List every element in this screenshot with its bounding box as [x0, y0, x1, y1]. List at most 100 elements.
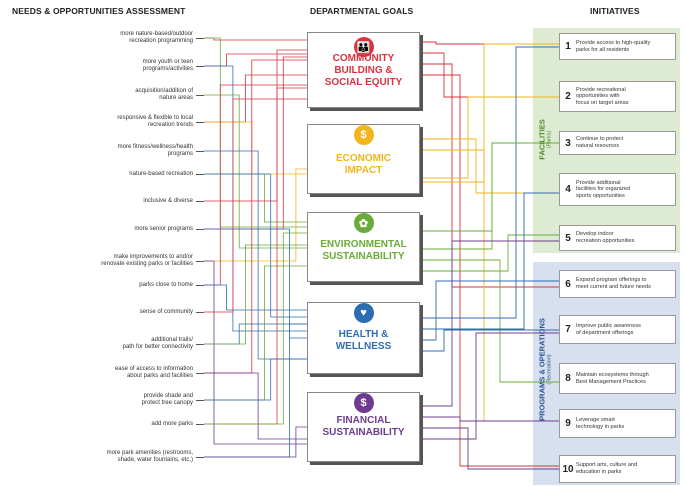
need-tick: [196, 151, 204, 152]
need-tick: [196, 201, 204, 202]
need-item: more nature-based/outdoor recreation pro…: [120, 31, 193, 44]
need-tick: [196, 373, 204, 374]
initiative-text: Provide recreational opportunities with …: [576, 86, 629, 106]
connector-line: [423, 63, 559, 288]
initiative-text: Maintain ecosystems through Best Managem…: [576, 371, 649, 385]
initiative-number: 3: [565, 137, 571, 149]
connector-line: [423, 332, 559, 440]
need-tick: [196, 344, 204, 345]
connector-line: [204, 372, 307, 440]
connector-line: [204, 426, 307, 458]
initiative-number: 2: [565, 91, 571, 102]
initiative-1: 1 Provide access to high-quality parks fo…: [559, 33, 676, 60]
goal-title: COMMUNITY BUILDING & SOCIAL EQUITY: [324, 53, 403, 88]
need-item: more senior programs: [134, 225, 193, 232]
connector-line: [423, 142, 559, 232]
goal-box: 👪COMMUNITY BUILDING & SOCIAL EQUITY: [307, 32, 420, 108]
initiative-number: 8: [565, 373, 571, 384]
initiative-text: Continue to protect natural resources: [576, 136, 624, 149]
initiative-3: 3 Continue to protect natural resources: [559, 131, 676, 155]
goal-box: $FINANCIAL SUSTAINABILITY: [307, 392, 420, 462]
connector-line: [423, 46, 559, 319]
needs-header: NEEDS & OPPORTUNITIES ASSESSMENT: [12, 6, 186, 16]
initiative-2: 2 Provide recreational opportunities with…: [559, 81, 676, 112]
initiatives-header: INITIATIVES: [590, 6, 640, 16]
need-item: nature-based recreation: [129, 170, 193, 177]
need-tick: [196, 66, 204, 67]
connector-line: [204, 284, 307, 311]
connector-line: [204, 49, 307, 202]
finance-icon: $: [353, 393, 374, 413]
connector-line: [423, 149, 559, 422]
initiative-number: 6: [565, 278, 571, 290]
connector-line: [204, 265, 307, 401]
need-item: more youth or teen programs/activities: [142, 59, 193, 72]
need-tick: [196, 95, 204, 96]
connector-line: [204, 87, 307, 425]
connector-line: [204, 244, 307, 345]
goal-box: ♥ HEALTH & WELLNESS: [307, 302, 420, 374]
connector-line: [423, 43, 559, 183]
need-item: sense of community: [139, 308, 193, 315]
initiative-text: Provide access to high-quality parks for…: [576, 39, 651, 53]
need-tick: [196, 261, 204, 262]
need-item: add more parks: [151, 420, 193, 427]
economy-icon: $: [353, 125, 374, 145]
initiative-5: 5 Develop indoor recreation opportunities: [559, 225, 676, 251]
initiative-6: 6 Expand program offerings to meet curren…: [559, 270, 676, 298]
connector-line: [204, 98, 307, 313]
connector-line: [204, 358, 307, 401]
need-item: provide shade and protect tree canopy: [141, 393, 193, 406]
initiative-text: Improve public awareness of department o…: [576, 322, 641, 336]
connector-line: [204, 323, 307, 345]
goal-title: HEALTH & WELLNESS: [335, 329, 392, 352]
connector-line: [423, 416, 559, 422]
need-tick: [196, 174, 204, 175]
connector-line: [204, 121, 307, 175]
connector-line: [423, 427, 559, 470]
initiative-text: Support arts, culture and education in p…: [576, 462, 638, 475]
connector-line: [423, 240, 559, 407]
connector-line: [204, 173, 307, 223]
need-tick: [196, 424, 204, 425]
connector-line: [204, 56, 307, 230]
connector-line: [204, 228, 307, 339]
need-tick: [196, 457, 204, 458]
connector-line: [204, 260, 307, 445]
initiative-number: 5: [565, 232, 571, 244]
need-tick: [196, 229, 204, 230]
connector-line: [204, 232, 307, 425]
connector-line: [204, 59, 307, 374]
goal-title: FINANCIAL SUSTAINABILITY: [322, 415, 405, 438]
need-tick: [196, 285, 204, 286]
initiative-number: 7: [565, 324, 571, 335]
initiative-text: Provide additional facilities for organi…: [576, 179, 631, 199]
initiative-text: Expand program offerings to meet current…: [576, 277, 651, 290]
connector-line: [204, 74, 307, 123]
connector-line: [423, 138, 559, 194]
initiative-text: Develop indoor recreation opportunities: [576, 231, 635, 244]
connector-line: [423, 142, 559, 250]
connector-line: [423, 329, 559, 352]
need-item: parks close to home: [139, 281, 193, 288]
need-tick: [196, 312, 204, 313]
initiative-text: Leverage smart technology in parks: [576, 416, 625, 430]
connector-line: [204, 94, 307, 249]
connector-line: [204, 84, 307, 286]
initiative-7: 7 Improve public awareness of department …: [559, 315, 676, 344]
initiative-number: 10: [562, 463, 574, 475]
need-item: make improvements to and/or renovate exi…: [101, 254, 193, 267]
initiative-number: 1: [565, 41, 571, 52]
need-item: ease of access to information about park…: [114, 366, 193, 379]
connector-line: [423, 192, 559, 330]
goal-box: ✿ENVIRONMENTAL SUSTAINABILITY: [307, 212, 420, 282]
connector-line: [204, 65, 307, 332]
need-tick: [196, 122, 204, 123]
need-item: inclusive & diverse: [143, 197, 193, 204]
need-item: responsive & flexible to local recreatio…: [117, 115, 193, 128]
need-item: acquisition/addition of nature areas: [135, 88, 193, 101]
heart-icon: ♥: [353, 303, 374, 323]
